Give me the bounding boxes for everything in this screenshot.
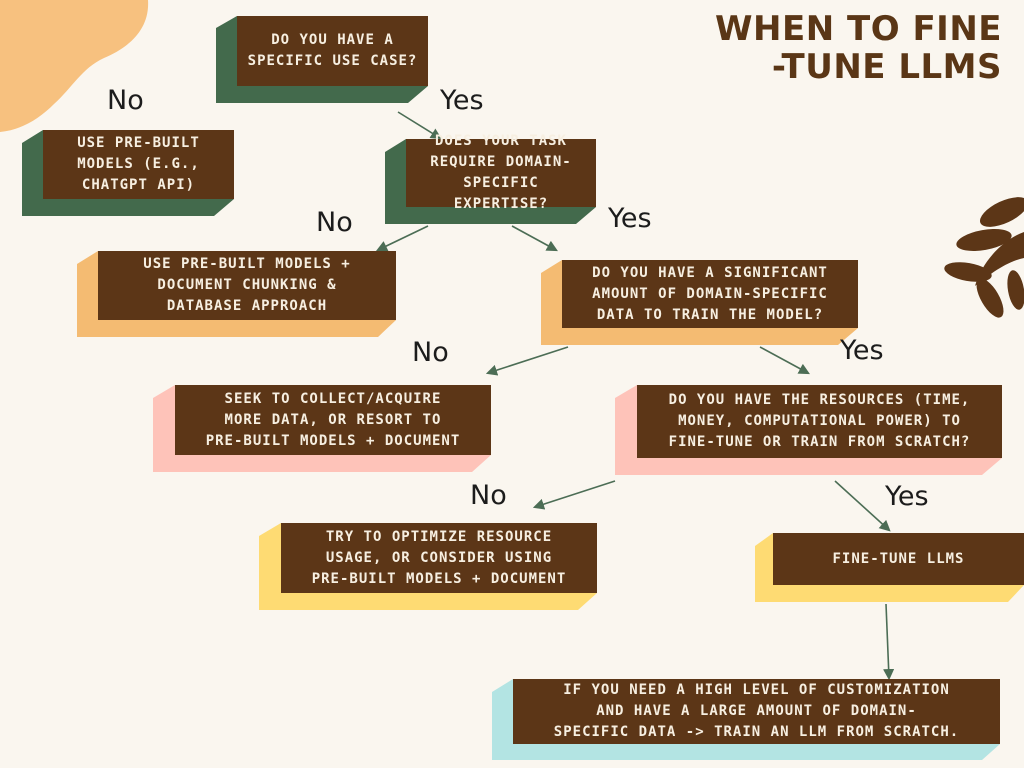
label-no-expertise: No: [316, 207, 353, 238]
arrow-fine-tune-down: [883, 603, 895, 681]
page-title-line-1: WHEN TO FINE: [715, 9, 1002, 49]
node-fine-tune-llms: FINE-TUNE LLMS: [773, 533, 1024, 585]
node-prebuilt-api: USE PRE-BUILT MODELS (E.G., CHATGPT API): [43, 130, 234, 199]
label-no-resources: No: [470, 480, 507, 511]
label-yes-expertise: Yes: [608, 203, 652, 234]
node-optimize-resources: TRY TO OPTIMIZE RESOURCE USAGE, OR CONSI…: [281, 523, 597, 593]
node-specific-use-case: DO YOU HAVE A SPECIFIC USE CASE?: [237, 16, 428, 86]
page-title-line-2: -TUNE LLMS: [771, 47, 1002, 87]
label-no-use-case: No: [107, 85, 144, 116]
arrow-resources-no: [532, 480, 616, 510]
node-train-from-scratch: IF YOU NEED A HIGH LEVEL OF CUSTOMIZATIO…: [513, 679, 1000, 744]
arrow-data-yes: [759, 346, 810, 375]
arrow-data-no: [485, 346, 569, 376]
node-domain-expertise: DOES YOUR TASK REQUIRE DOMAIN- SPECIFIC …: [406, 133, 596, 212]
page-title: WHEN TO FINE -TUNE LLMS: [642, 10, 1002, 86]
label-no-data: No: [412, 337, 449, 368]
node-collect-data: SEEK TO COLLECT/ACQUIRE MORE DATA, OR RE…: [175, 385, 491, 455]
node-resources: DO YOU HAVE THE RESOURCES (TIME, MONEY, …: [637, 385, 1002, 458]
flow-arrows: [375, 111, 895, 681]
arrow-use-case-yes: [397, 111, 442, 140]
corner-blob-decoration: [0, 0, 149, 132]
node-domain-data: DO YOU HAVE A SIGNIFICANT AMOUNT OF DOMA…: [562, 260, 858, 328]
label-yes-resources: Yes: [885, 481, 929, 512]
box-shadows: [22, 16, 1024, 760]
leaf-branch-decoration: [944, 197, 1024, 318]
label-yes-use-case: Yes: [440, 85, 484, 116]
arrow-resources-yes: [834, 480, 891, 532]
arrow-expertise-no: [375, 225, 429, 252]
label-yes-data: Yes: [840, 335, 884, 366]
arrow-expertise-yes: [511, 225, 558, 252]
node-document-chunking: USE PRE-BUILT MODELS + DOCUMENT CHUNKING…: [98, 251, 396, 320]
